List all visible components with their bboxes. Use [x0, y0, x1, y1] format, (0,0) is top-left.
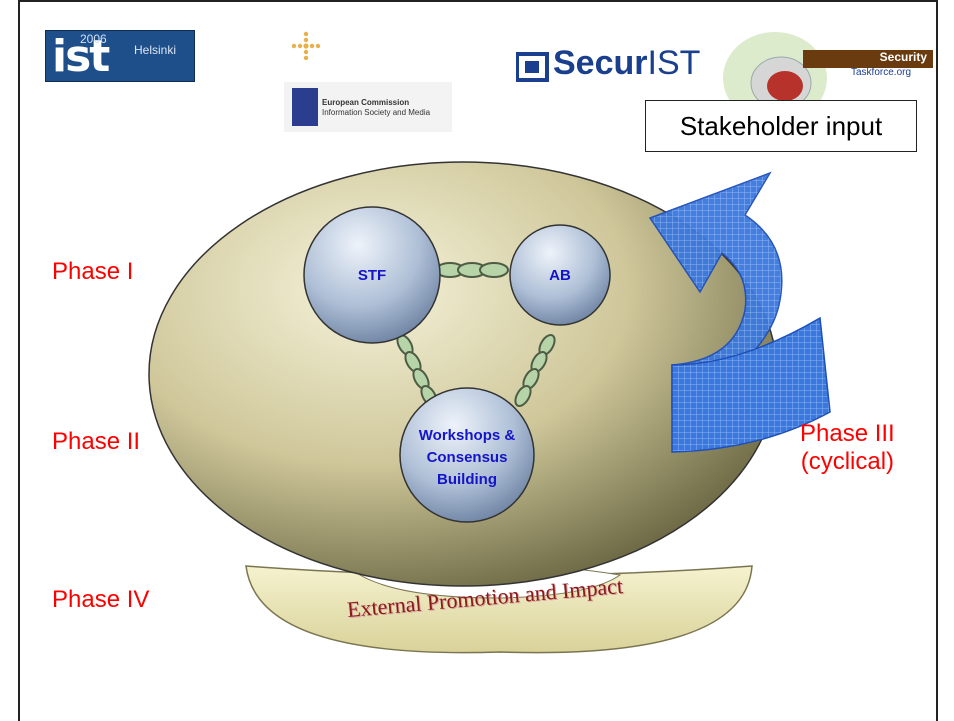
phase-3-line2: (cyclical)	[800, 447, 895, 475]
phase-1-label: Phase I	[52, 258, 134, 285]
chain-ab-workshops	[514, 334, 556, 407]
ab-node	[509, 224, 611, 326]
cyclical-arrow-tail	[671, 316, 831, 453]
workshops-label: Workshops & Consensus Building	[402, 418, 532, 498]
stf-node	[303, 206, 441, 344]
phase-4-label: Phase IV	[52, 586, 150, 613]
ec-logo-line1: European Commission	[322, 98, 410, 107]
ist-logo-text: ist	[52, 31, 110, 82]
securist-logo-icon	[516, 52, 549, 82]
phase-3-line1: Phase III	[800, 420, 895, 447]
slide-frame	[18, 0, 938, 721]
ab-label: AB	[549, 266, 571, 284]
phase-3-label: Phase III (cyclical)	[800, 420, 895, 475]
eu-flag-icon	[292, 88, 318, 126]
ec-logo-line2: Information Society and Media	[322, 108, 431, 117]
securist-logo: SecurIST	[553, 44, 700, 83]
security-taskforce-logo-bottom: Taskforce.org	[851, 67, 912, 78]
workshops-label-line3: Building	[437, 471, 497, 488]
security-taskforce-logo-top: Security	[803, 50, 933, 68]
stf-label: STF	[357, 266, 387, 284]
ist-2006-logo: ist 2006 Helsinki	[45, 30, 195, 82]
workshops-label-line2: Consensus	[426, 449, 508, 466]
ist-logo-year: 2006	[80, 32, 107, 46]
ec-cross-icon	[291, 31, 321, 61]
securist-logo-rest: IST	[647, 44, 701, 82]
workshops-label-line1: Workshops &	[418, 427, 516, 444]
ist-logo-city: Helsinki	[134, 43, 177, 57]
phase-2-label: Phase II	[52, 428, 141, 455]
workshops-node	[399, 387, 535, 523]
chain-stf-ab	[435, 262, 509, 278]
stakeholder-input-box: Stakeholder input	[645, 100, 917, 152]
securist-logo-bold: Secur	[553, 44, 648, 82]
